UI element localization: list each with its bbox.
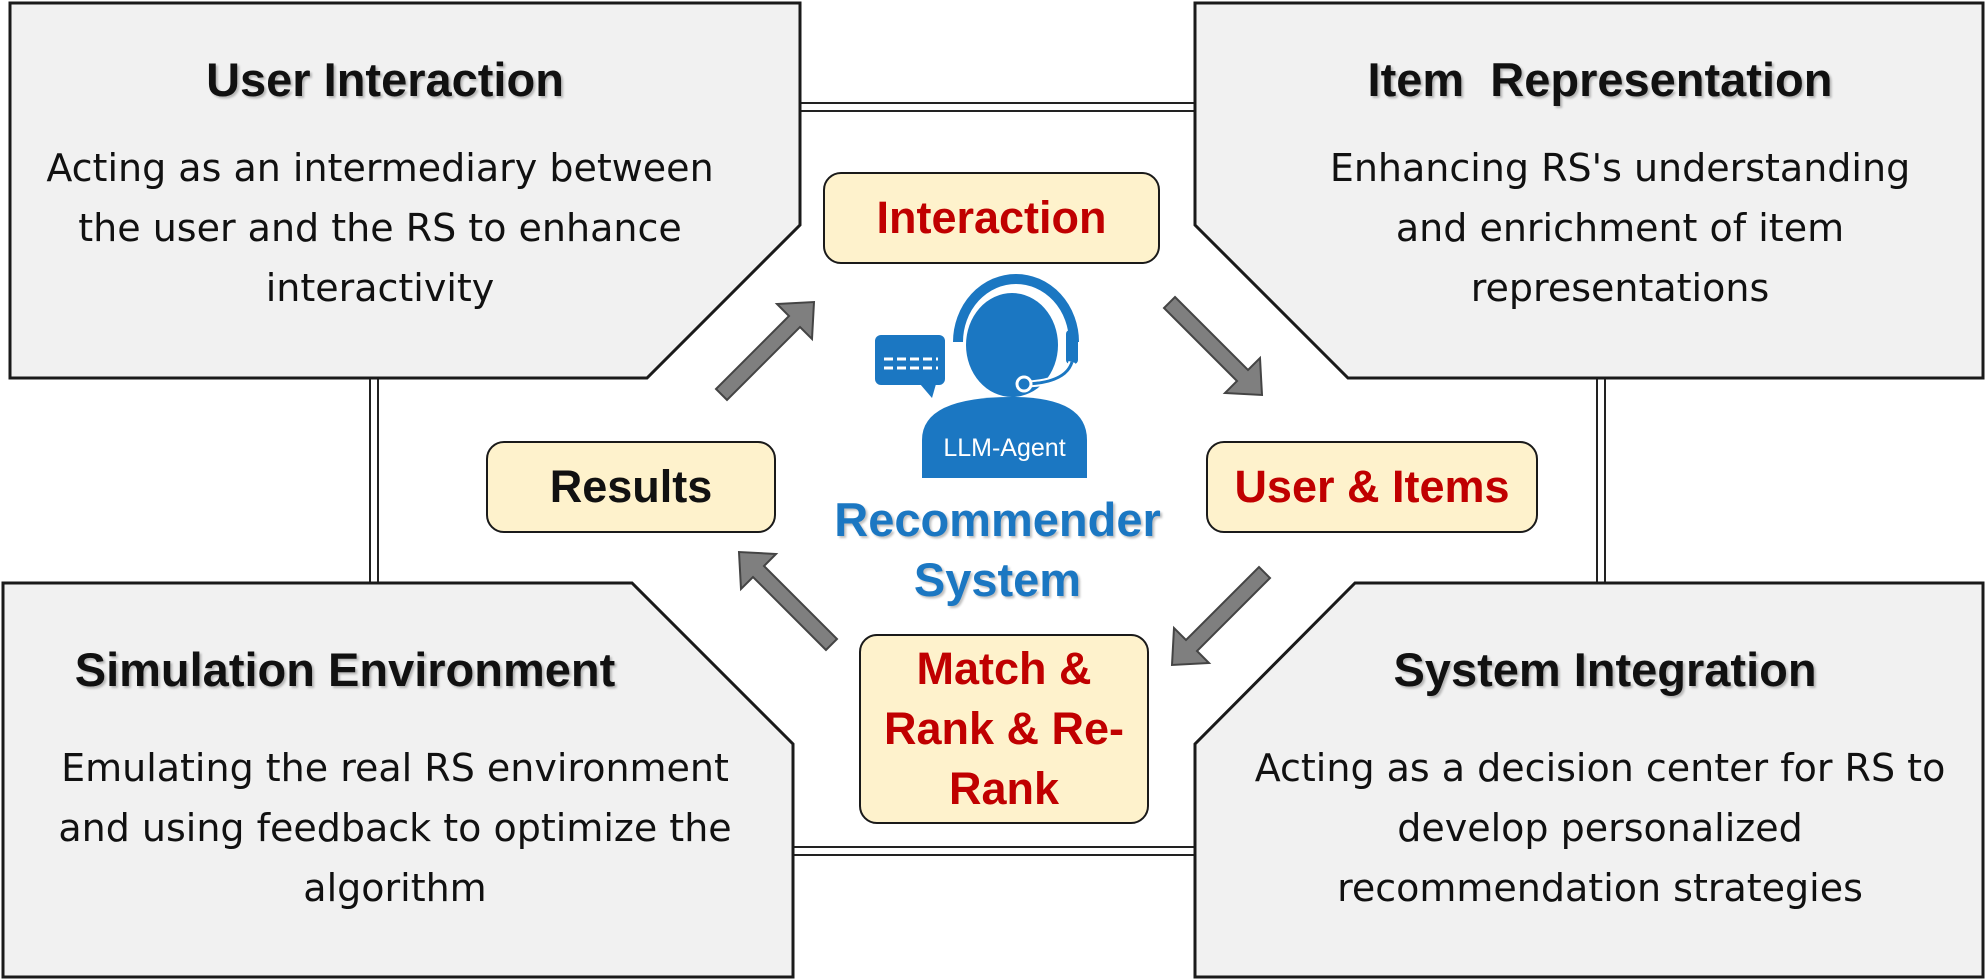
stage-results: Results: [486, 441, 776, 533]
stage-user-items: User & Items: [1206, 441, 1538, 533]
system-integration-description: Acting as a decision center for RS to de…: [1254, 746, 1946, 910]
stage-interaction: Interaction: [823, 172, 1160, 264]
connector-lines: [369, 102, 1606, 856]
item-representation-description: Enhancing RS's understanding and enrichm…: [1329, 146, 1911, 310]
system-integration-title: System Integration: [1393, 643, 1817, 696]
simulation-environment-panel: [1, 581, 795, 979]
llm-agent-label: LLM-Agent: [943, 434, 1066, 462]
cycle-arrows: [714, 295, 1272, 667]
arrow-up-right: [714, 300, 816, 402]
arrow-up-left: [737, 550, 839, 652]
item-representation-title: Item Representation: [1367, 53, 1833, 106]
arrow-down-right: [1162, 295, 1264, 397]
headset-agent-icon: [922, 273, 1087, 478]
simulation-environment-title: Simulation Environment: [74, 643, 616, 696]
user-interaction-title: User Interaction: [206, 53, 564, 106]
recommender-system-title: Recommender System: [834, 493, 1161, 606]
chat-bubble-icon: [875, 335, 945, 398]
system-integration-panel: [1193, 581, 1985, 979]
simulation-environment-description: Emulating the real RS environment and us…: [58, 746, 732, 910]
user-interaction-description: Acting as an intermediary between the us…: [46, 146, 714, 310]
arrow-down-left: [1170, 565, 1272, 667]
item-representation-panel: [1193, 1, 1985, 380]
stage-match-rank-rerank: Match & Rank & Re-Rank: [859, 634, 1149, 824]
user-interaction-panel: [8, 1, 802, 380]
